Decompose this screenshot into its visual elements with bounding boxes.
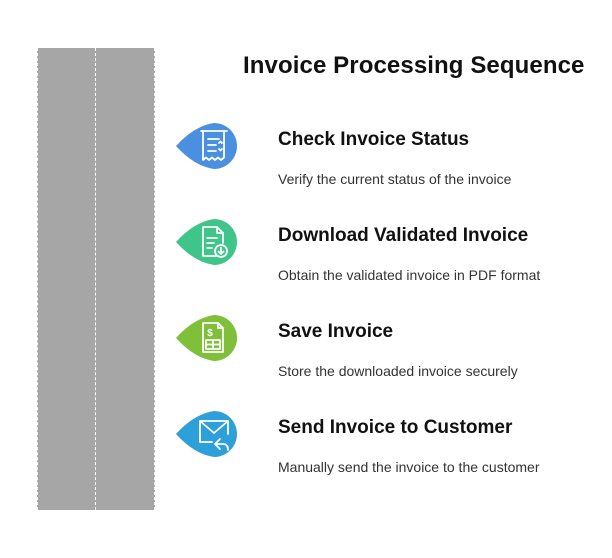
step-4-heading: Send Invoice to Customer	[278, 417, 513, 438]
step-3-marker: $	[176, 315, 237, 361]
step-1-marker	[176, 123, 237, 169]
road-track	[37, 48, 155, 510]
step-3: $ Save Invoice Store the downloaded invo…	[0, 312, 612, 392]
invoice-dollar-icon	[202, 322, 224, 353]
step-3-heading: Save Invoice	[278, 321, 394, 342]
road-edge-left	[37, 48, 38, 510]
step-4-marker	[176, 411, 237, 457]
step-1: Check Invoice Status Verify the current …	[0, 120, 612, 200]
document-download-icon	[202, 226, 228, 258]
step-1-heading: Check Invoice Status	[278, 129, 470, 150]
diagram-title: Invoice Processing Sequence	[243, 52, 585, 79]
road-edge-right	[154, 48, 155, 510]
step-1-description: Verify the current status of the invoice	[278, 171, 512, 187]
step-4-description: Manually send the invoice to the custome…	[278, 459, 540, 475]
road-center-dash	[95, 48, 96, 510]
step-2-marker	[176, 219, 237, 265]
envelope-reply-icon	[199, 420, 229, 451]
step-3-description: Store the downloaded invoice securely	[278, 363, 518, 379]
invoice-checklist-icon	[200, 130, 228, 161]
svg-text:$: $	[207, 328, 213, 339]
step-2-heading: Download Validated Invoice	[278, 225, 529, 246]
step-2: Download Validated Invoice Obtain the va…	[0, 216, 612, 296]
step-4: Send Invoice to Customer Manually send t…	[0, 408, 612, 488]
step-2-description: Obtain the validated invoice in PDF form…	[278, 267, 541, 283]
